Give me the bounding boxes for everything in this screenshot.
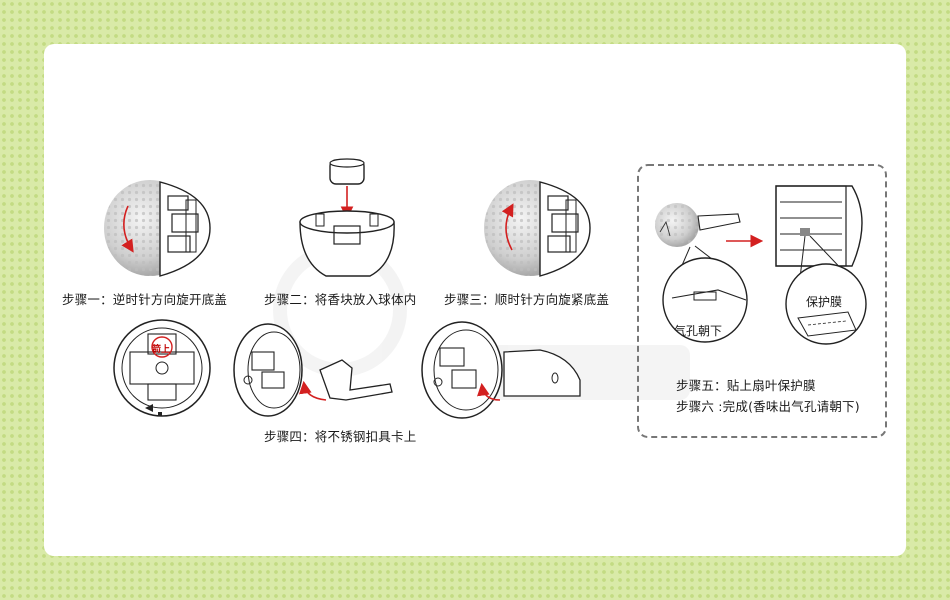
step1-caption: 步骤一：逆时针方向旋开底盖 — [62, 292, 228, 307]
step3-illustration — [484, 180, 591, 277]
rotate-ccw-arrow — [121, 205, 134, 253]
final-steps-panel — [637, 164, 887, 438]
step3-caption: 步骤三：顺时针方向旋紧底盖 — [444, 292, 610, 307]
film-callout — [785, 235, 867, 345]
cap-tag-label: 箭上 — [152, 345, 171, 355]
metal-clip — [319, 359, 393, 401]
rotate-cw-arrow — [501, 203, 514, 251]
step4-cap-clip-2 — [421, 321, 581, 419]
step6-caption: 步骤六 :完成(香味出气孔请朝下) — [676, 399, 860, 414]
protective-film-label: 保护膜 — [806, 295, 843, 309]
step4-cap-clip-1 — [233, 323, 393, 417]
step2-illustration — [299, 158, 395, 277]
content-card — [44, 44, 906, 556]
step4-caption: 步骤四：将不锈钢扣具卡上 — [264, 429, 417, 444]
car-vent — [775, 185, 863, 267]
step5-caption: 步骤五：贴上扇叶保护膜 — [676, 378, 816, 393]
step4-cap-topview — [113, 319, 211, 417]
attach-arrow-1 — [299, 380, 327, 401]
attach-arrow-2 — [477, 382, 501, 401]
step2-caption: 步骤二：将香块放入球体内 — [264, 292, 417, 307]
metal-clip-installed — [503, 349, 581, 397]
step1-illustration — [104, 180, 211, 277]
air-hole-callout — [662, 245, 748, 343]
step5-ball-on-clip — [655, 203, 764, 248]
air-hole-label: 气孔朝下 — [674, 324, 723, 338]
